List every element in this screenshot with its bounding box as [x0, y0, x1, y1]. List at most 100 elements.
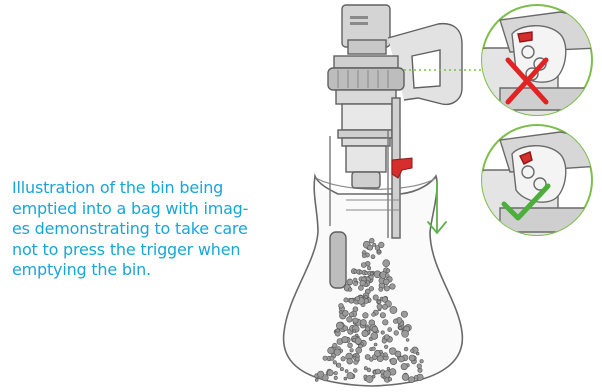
dust-particle	[382, 304, 387, 309]
dust-particle	[347, 372, 354, 379]
dust-particle	[342, 336, 348, 342]
dust-particle	[394, 331, 399, 336]
dust-particle	[384, 345, 388, 349]
dust-particle	[379, 287, 383, 291]
dust-particle	[334, 376, 337, 379]
dust-particle	[339, 311, 342, 314]
dust-particle	[353, 307, 358, 312]
dust-particle	[375, 369, 380, 374]
dust-particle	[323, 356, 327, 360]
dust-particle	[353, 330, 356, 333]
dust-particle	[409, 377, 415, 383]
dust-particle	[369, 286, 374, 291]
dust-particle	[345, 370, 348, 373]
dust-particle	[383, 279, 389, 285]
dust-particle	[416, 352, 419, 355]
dust-particle	[390, 306, 397, 313]
dust-particle	[383, 320, 389, 326]
dust-particle	[347, 358, 353, 364]
dust-particle	[361, 263, 366, 268]
dust-particle	[352, 338, 355, 341]
dust-particle	[380, 313, 385, 318]
dust-particle	[353, 369, 357, 373]
dust-particle	[372, 326, 378, 332]
dust-particle	[348, 343, 353, 348]
dust-particle	[414, 375, 418, 379]
dust-particle	[364, 367, 367, 370]
dust-particle	[399, 326, 402, 329]
dust-particle	[388, 378, 391, 381]
dust-particle	[330, 356, 334, 360]
dust-particle	[377, 304, 382, 309]
dust-particle	[327, 370, 333, 376]
bin-release-trigger	[392, 158, 412, 178]
dust-particle	[418, 368, 422, 372]
dust-particle	[356, 347, 362, 353]
dust-particle	[328, 347, 335, 354]
dust-particle	[344, 298, 348, 302]
dust-particle	[333, 361, 336, 364]
dust-particle	[388, 328, 392, 332]
dust-particle	[363, 313, 369, 319]
dust-particle	[365, 271, 368, 274]
dust-particle	[420, 360, 423, 363]
dust-particle	[373, 243, 376, 246]
dust-particle	[334, 371, 338, 375]
dust-particle	[417, 364, 422, 369]
dust-particle	[349, 313, 353, 317]
dust-particle	[404, 347, 408, 351]
dust-particle	[347, 279, 353, 285]
dust-particle	[355, 338, 362, 345]
dust-particle	[366, 375, 373, 382]
dust-particle	[318, 371, 324, 377]
dust-particle	[349, 299, 354, 304]
dust-particle	[381, 331, 384, 334]
dust-particle	[384, 371, 391, 378]
dust-particle	[387, 367, 390, 370]
dust-particle	[385, 274, 389, 278]
dust-particle	[384, 286, 389, 291]
dust-particle	[336, 322, 343, 329]
dust-particle	[355, 297, 359, 301]
dust-particle	[371, 332, 378, 339]
dust-particle	[350, 349, 354, 353]
dust-particle	[336, 329, 339, 332]
dust-particle	[382, 297, 388, 303]
dust-particle	[364, 295, 367, 298]
dust-particle	[390, 284, 396, 290]
callout-wrong	[478, 5, 600, 118]
dust-particle	[340, 367, 343, 370]
dust-particle	[362, 254, 366, 258]
dust-particle	[362, 330, 368, 336]
dust-particle	[348, 288, 352, 292]
dust-particle	[360, 319, 366, 325]
dust-particle	[334, 349, 341, 356]
dust-particle	[353, 278, 357, 282]
dust-particle	[339, 303, 344, 308]
dust-particle	[402, 330, 409, 337]
dust-particle	[344, 377, 347, 380]
dust-particle	[341, 357, 345, 361]
dust-particle	[389, 348, 396, 355]
callout-right	[478, 125, 600, 240]
dust-particle	[353, 282, 357, 286]
dust-particle	[379, 350, 382, 353]
dust-particle	[333, 343, 338, 348]
dust-particle	[383, 260, 390, 267]
dust-particle	[347, 317, 353, 323]
dust-particle	[353, 354, 356, 357]
dust-particle	[378, 250, 381, 253]
dust-particle	[374, 343, 377, 346]
dust-particle	[369, 358, 373, 362]
dust-particle	[370, 272, 373, 275]
dust-particle	[393, 319, 398, 324]
dust-particle	[401, 311, 407, 317]
dust-particle	[406, 339, 409, 342]
dust-particle	[367, 266, 370, 269]
dust-particle	[390, 358, 397, 365]
dust-particle	[343, 310, 349, 316]
dust-particle	[402, 374, 409, 381]
dust-particle	[372, 313, 376, 317]
dust-particle	[384, 335, 389, 340]
